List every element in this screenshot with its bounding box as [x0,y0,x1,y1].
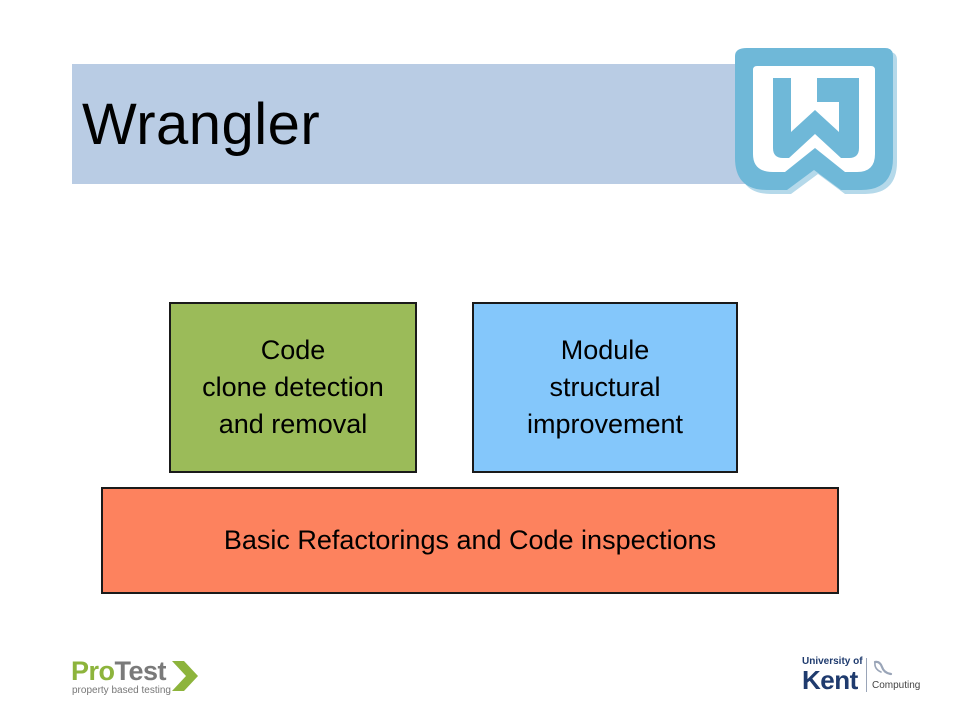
title-band [72,64,772,184]
clone-detection-line-2: clone detection [202,372,384,402]
module-improvement-box: Module structural improvement [472,302,738,473]
wrangler-logo-icon [735,48,897,194]
kent-name: Kent [802,665,858,695]
protest-wordmark-pro: Pro [71,656,115,686]
module-improvement-line-2: structural [549,372,661,402]
protest-logo: ProTest property based testing [71,656,201,698]
protest-wordmark-test: Test [114,656,167,686]
slide-title: Wrangler [82,92,321,157]
basic-refactorings-box: Basic Refactorings and Code inspections [101,487,839,594]
protest-tagline: property based testing [72,685,171,696]
basic-refactorings-label: Basic Refactorings and Code inspections [223,525,717,555]
module-improvement-line-3: improvement [526,409,684,439]
protest-wordmark: ProTest [71,656,167,686]
clone-detection-line-1: Code [260,335,326,365]
module-improvement-line-1: Module [560,335,650,365]
kent-logo: University of Kent Computing [802,656,926,696]
kent-university-label: University of [802,656,863,667]
clone-detection-box: Code clone detection and removal [169,302,417,473]
kent-divider [866,658,867,692]
kent-department-label: Computing [872,680,921,691]
kent-swoosh-icon [873,660,893,676]
protest-arrow-icon [172,661,198,691]
clone-detection-line-3: and removal [218,409,368,439]
